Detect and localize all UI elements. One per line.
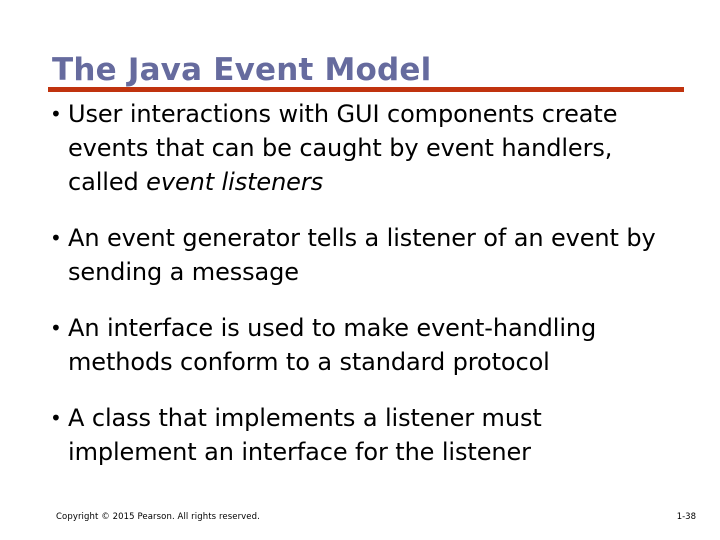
list-item-text-lead: An interface is used to make event-handl… <box>68 314 597 376</box>
list-item: • User interactions with GUI components … <box>48 97 668 199</box>
list-item-text: A class that implements a listener must … <box>68 401 668 469</box>
list-item-text: An interface is used to make event-handl… <box>68 311 668 379</box>
list-item-text-lead: An event generator tells a listener of a… <box>68 224 656 286</box>
list-item-text-lead: A class that implements a listener must … <box>68 404 542 466</box>
slide-number: 1-38 <box>676 512 696 522</box>
bullet-list: • User interactions with GUI components … <box>48 97 668 469</box>
list-item: • An interface is used to make event-han… <box>48 311 668 379</box>
bullet-point-icon: • <box>50 102 62 126</box>
list-item: • A class that implements a listener mus… <box>48 401 668 469</box>
copyright-notice: Copyright © 2015 Pearson. All rights res… <box>56 512 260 522</box>
list-item-text: An event generator tells a listener of a… <box>68 221 668 289</box>
list-item-text: User interactions with GUI components cr… <box>68 97 668 199</box>
bullet-point-icon: • <box>50 316 62 340</box>
page-title: The Java Event Model <box>52 51 432 88</box>
title-divider <box>48 87 684 92</box>
list-item-text-emphasis: event listeners <box>146 168 324 196</box>
list-item-text-lead: User interactions with GUI components cr… <box>68 100 618 196</box>
list-item: • An event generator tells a listener of… <box>48 221 668 289</box>
bullet-point-icon: • <box>50 226 62 250</box>
bullet-point-icon: • <box>50 406 62 430</box>
